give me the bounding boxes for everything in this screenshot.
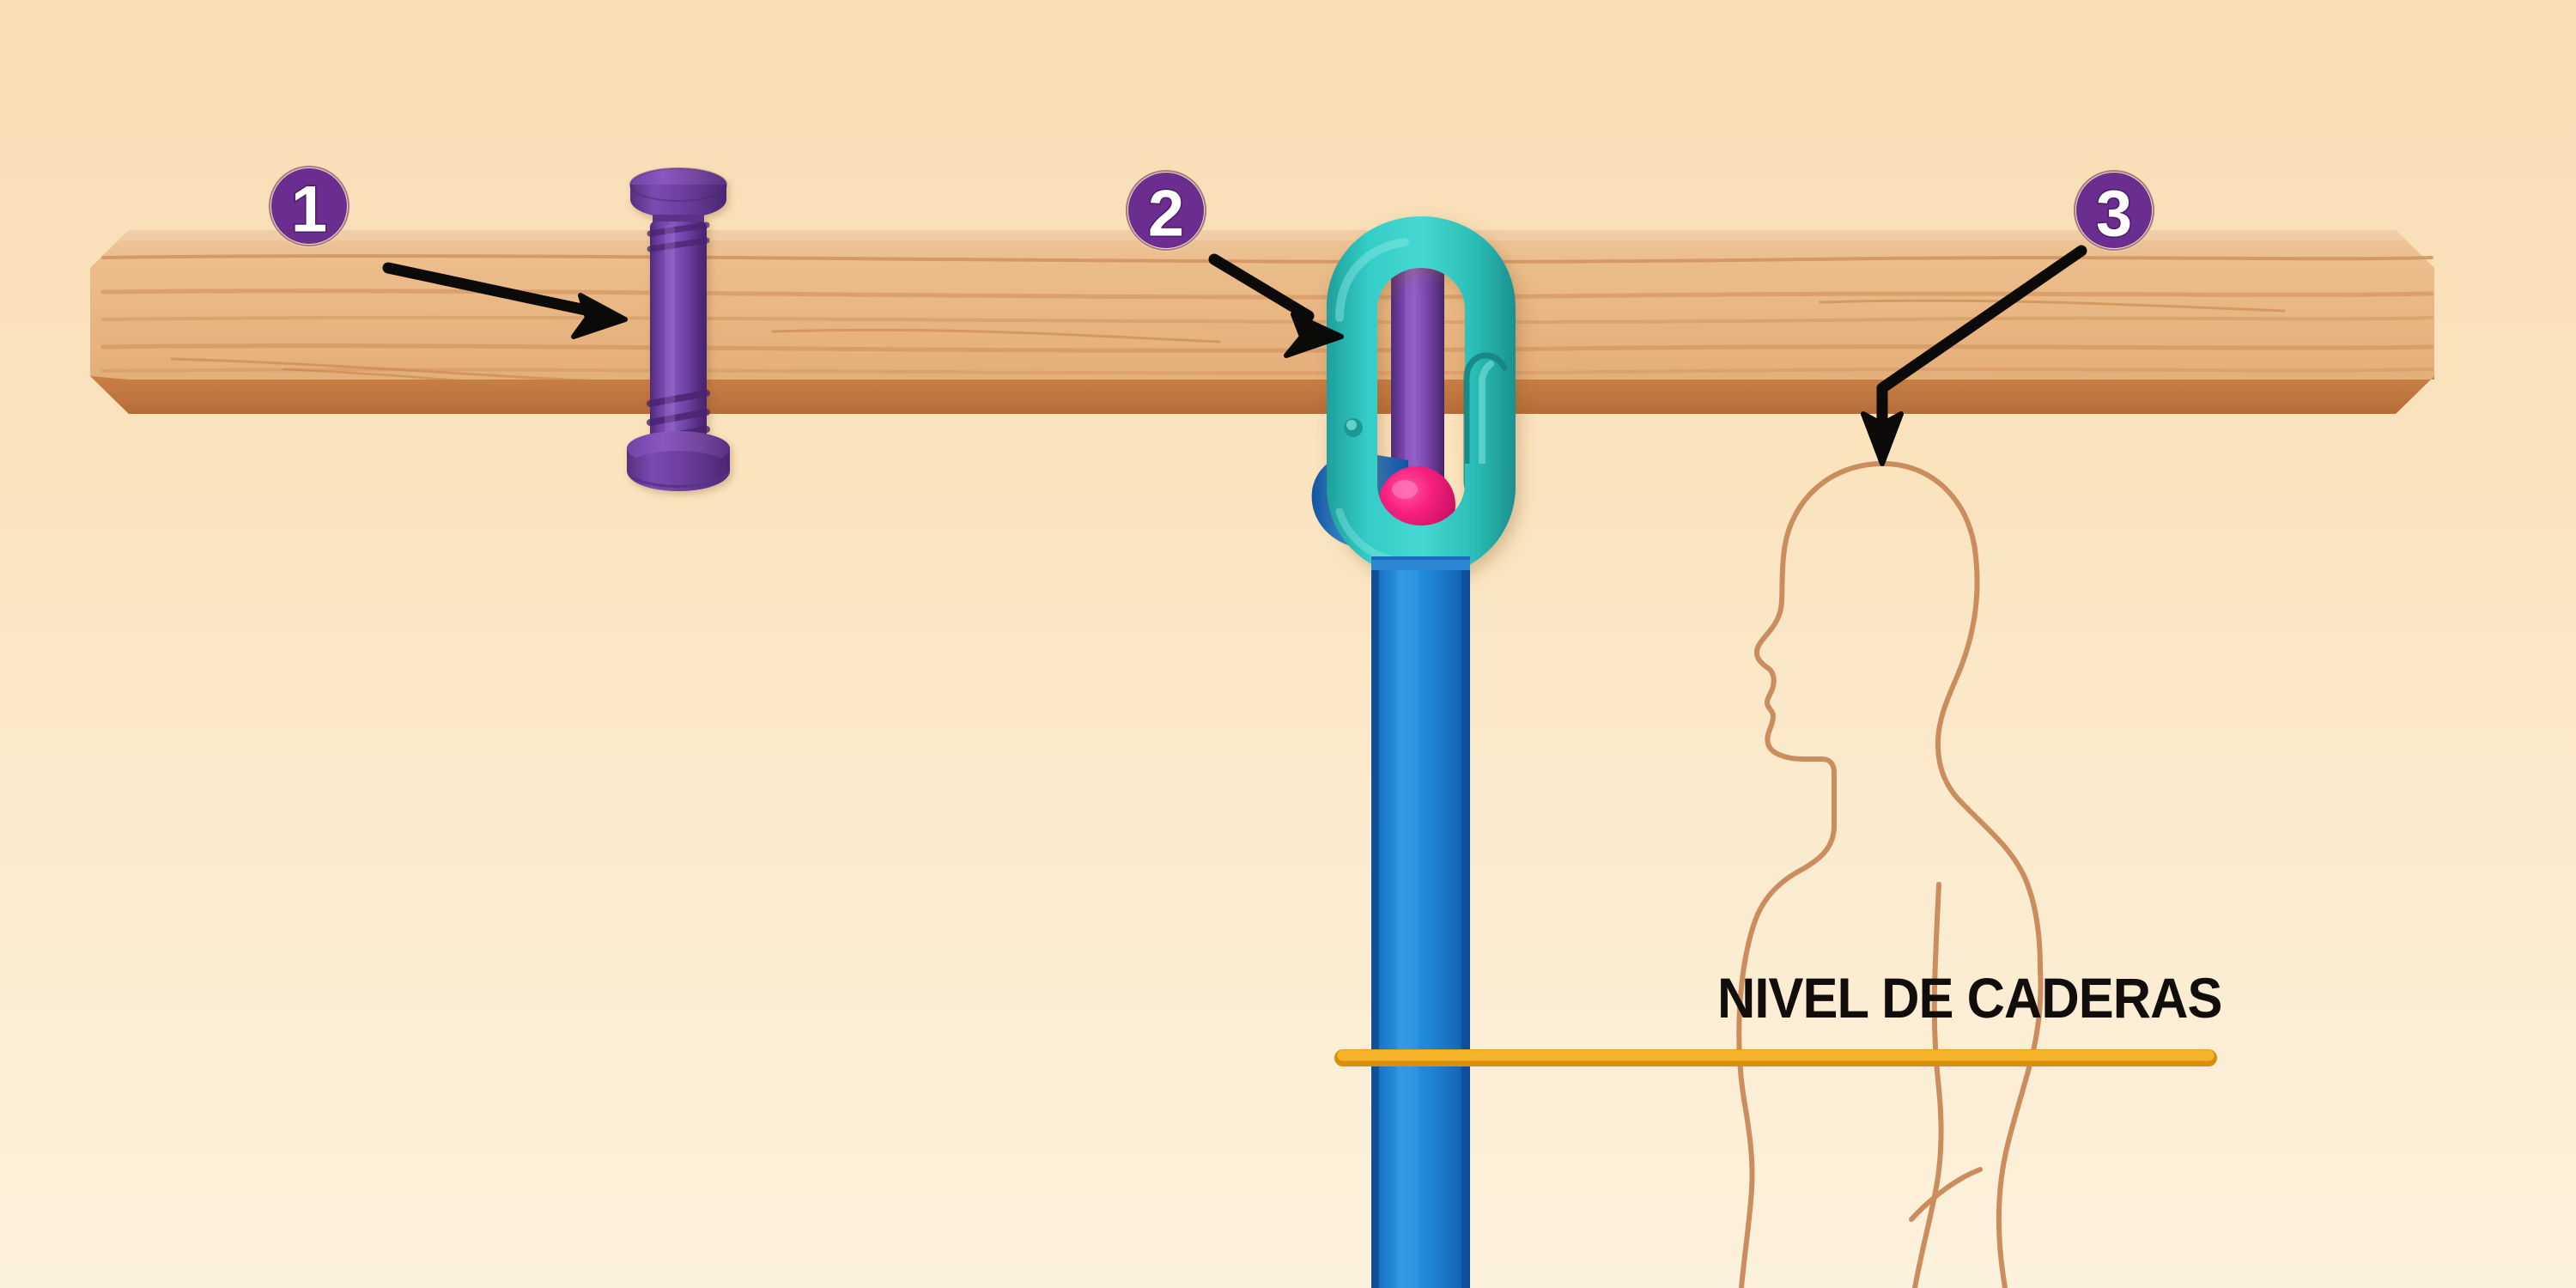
callout-arrow-2: [1208, 253, 1344, 358]
callout-arrows: [382, 245, 2087, 466]
callout-badge-3-number: 3: [2096, 178, 2132, 251]
blue-webbing-strap: [1371, 556, 1470, 1288]
callout-arrow-1: [382, 262, 628, 339]
hip-level-label: NIVEL DE CADERAS: [1717, 966, 2222, 1030]
callout-badge-1-number: 1: [291, 173, 327, 246]
eye-bolt: [627, 167, 730, 491]
callout-badge-3[interactable]: 3: [2073, 169, 2155, 252]
carabiner-bolt-shaft: [1391, 220, 1444, 519]
callout-arrow-3: [1861, 245, 2087, 466]
hip-level-line: [1334, 1049, 2217, 1066]
callout-badge-2[interactable]: 2: [1125, 169, 1207, 252]
callout-badge-2-number: 2: [1148, 178, 1184, 251]
callout-badge-1[interactable]: 1: [268, 165, 350, 247]
